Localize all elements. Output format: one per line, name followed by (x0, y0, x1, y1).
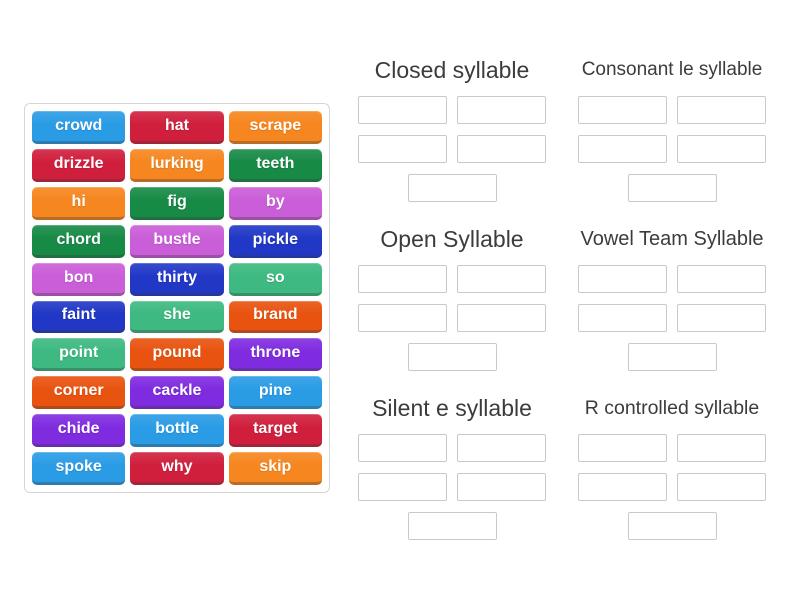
drop-slot[interactable] (358, 96, 447, 124)
drop-slot[interactable] (457, 473, 546, 501)
group-title: Open Syllable (380, 226, 524, 252)
drop-slot[interactable] (457, 265, 546, 293)
drop-slot-grid (578, 96, 766, 202)
drop-slot[interactable] (578, 473, 667, 501)
group-title: Closed syllable (374, 57, 530, 83)
drop-slot[interactable] (358, 265, 447, 293)
word-tile-corner[interactable]: corner (32, 376, 126, 410)
word-tile-she[interactable]: she (130, 300, 224, 334)
word-tile-teeth[interactable]: teeth (228, 148, 322, 182)
drop-slot-grid (578, 265, 766, 371)
group-r-controlled-syllable: R controlled syllable (578, 393, 766, 540)
word-tile-throne[interactable]: throne (228, 338, 322, 372)
word-tile-pound[interactable]: pound (130, 338, 224, 372)
drop-slot[interactable] (407, 174, 497, 202)
word-tile-spoke[interactable]: spoke (32, 452, 126, 485)
drop-slot[interactable] (627, 343, 717, 371)
drop-slot[interactable] (358, 473, 447, 501)
word-tile-lurking[interactable]: lurking (130, 148, 224, 182)
drop-slot[interactable] (358, 135, 447, 163)
drop-slot[interactable] (457, 304, 546, 332)
drop-slot[interactable] (358, 304, 447, 332)
drop-slot[interactable] (358, 434, 447, 462)
word-tile-bottle[interactable]: bottle (130, 414, 224, 448)
word-tile-crowd[interactable]: crowd (32, 111, 126, 144)
word-tile-brand[interactable]: brand (228, 300, 322, 334)
drop-slot[interactable] (627, 174, 717, 202)
drop-slot-grid (358, 265, 546, 371)
word-tile-by[interactable]: by (228, 186, 322, 220)
drop-slot[interactable] (407, 343, 497, 371)
drop-slot-grid (578, 434, 766, 540)
word-tile-hat[interactable]: hat (130, 111, 224, 144)
drop-slot-grid (358, 434, 546, 540)
drop-slot[interactable] (677, 304, 766, 332)
drop-slot[interactable] (578, 434, 667, 462)
group-vowel-team-syllable: Vowel Team Syllable (578, 224, 766, 371)
drop-slot[interactable] (677, 135, 766, 163)
word-tile-faint[interactable]: faint (32, 300, 126, 334)
word-tile-scrape[interactable]: scrape (228, 111, 322, 144)
word-tile-pine[interactable]: pine (228, 376, 322, 410)
word-tile-target[interactable]: target (228, 414, 322, 448)
word-tile-hi[interactable]: hi (32, 186, 126, 220)
drop-slot[interactable] (457, 96, 546, 124)
word-tile-thirty[interactable]: thirty (130, 262, 224, 296)
drop-slot-grid (358, 96, 546, 202)
drop-slot[interactable] (578, 265, 667, 293)
drop-slot[interactable] (578, 304, 667, 332)
group-title: Vowel Team Syllable (580, 228, 764, 250)
drop-slot[interactable] (578, 135, 667, 163)
drop-slot[interactable] (677, 265, 766, 293)
word-tile-cackle[interactable]: cackle (130, 376, 224, 410)
word-tile-bustle[interactable]: bustle (130, 224, 224, 258)
drop-slot[interactable] (578, 96, 667, 124)
drop-slot[interactable] (677, 473, 766, 501)
drop-slot[interactable] (407, 512, 497, 540)
drop-slot[interactable] (457, 434, 546, 462)
group-title: Consonant le syllable (581, 59, 763, 80)
group-consonant-le-syllable: Consonant le syllable (578, 55, 766, 202)
word-tile-chord[interactable]: chord (32, 224, 126, 258)
word-tile-pickle[interactable]: pickle (228, 224, 322, 258)
group-silent-e-syllable: Silent e syllable (358, 393, 546, 540)
drop-slot[interactable] (457, 135, 546, 163)
word-tile-drizzle[interactable]: drizzle (32, 148, 126, 182)
drop-slot[interactable] (627, 512, 717, 540)
drop-slot[interactable] (677, 434, 766, 462)
word-tile-skip[interactable]: skip (228, 452, 322, 485)
group-closed-syllable: Closed syllable (358, 55, 546, 202)
word-tile-bon[interactable]: bon (32, 262, 126, 296)
word-tile-chide[interactable]: chide (32, 414, 126, 448)
word-tile-point[interactable]: point (32, 338, 126, 372)
word-tile-so[interactable]: so (228, 262, 322, 296)
word-tile-fig[interactable]: fig (130, 186, 224, 220)
group-open-syllable: Open Syllable (358, 224, 546, 371)
drop-slot[interactable] (677, 96, 766, 124)
group-title: R controlled syllable (584, 397, 760, 419)
word-tile-why[interactable]: why (130, 452, 224, 485)
group-title: Silent e syllable (372, 395, 532, 421)
